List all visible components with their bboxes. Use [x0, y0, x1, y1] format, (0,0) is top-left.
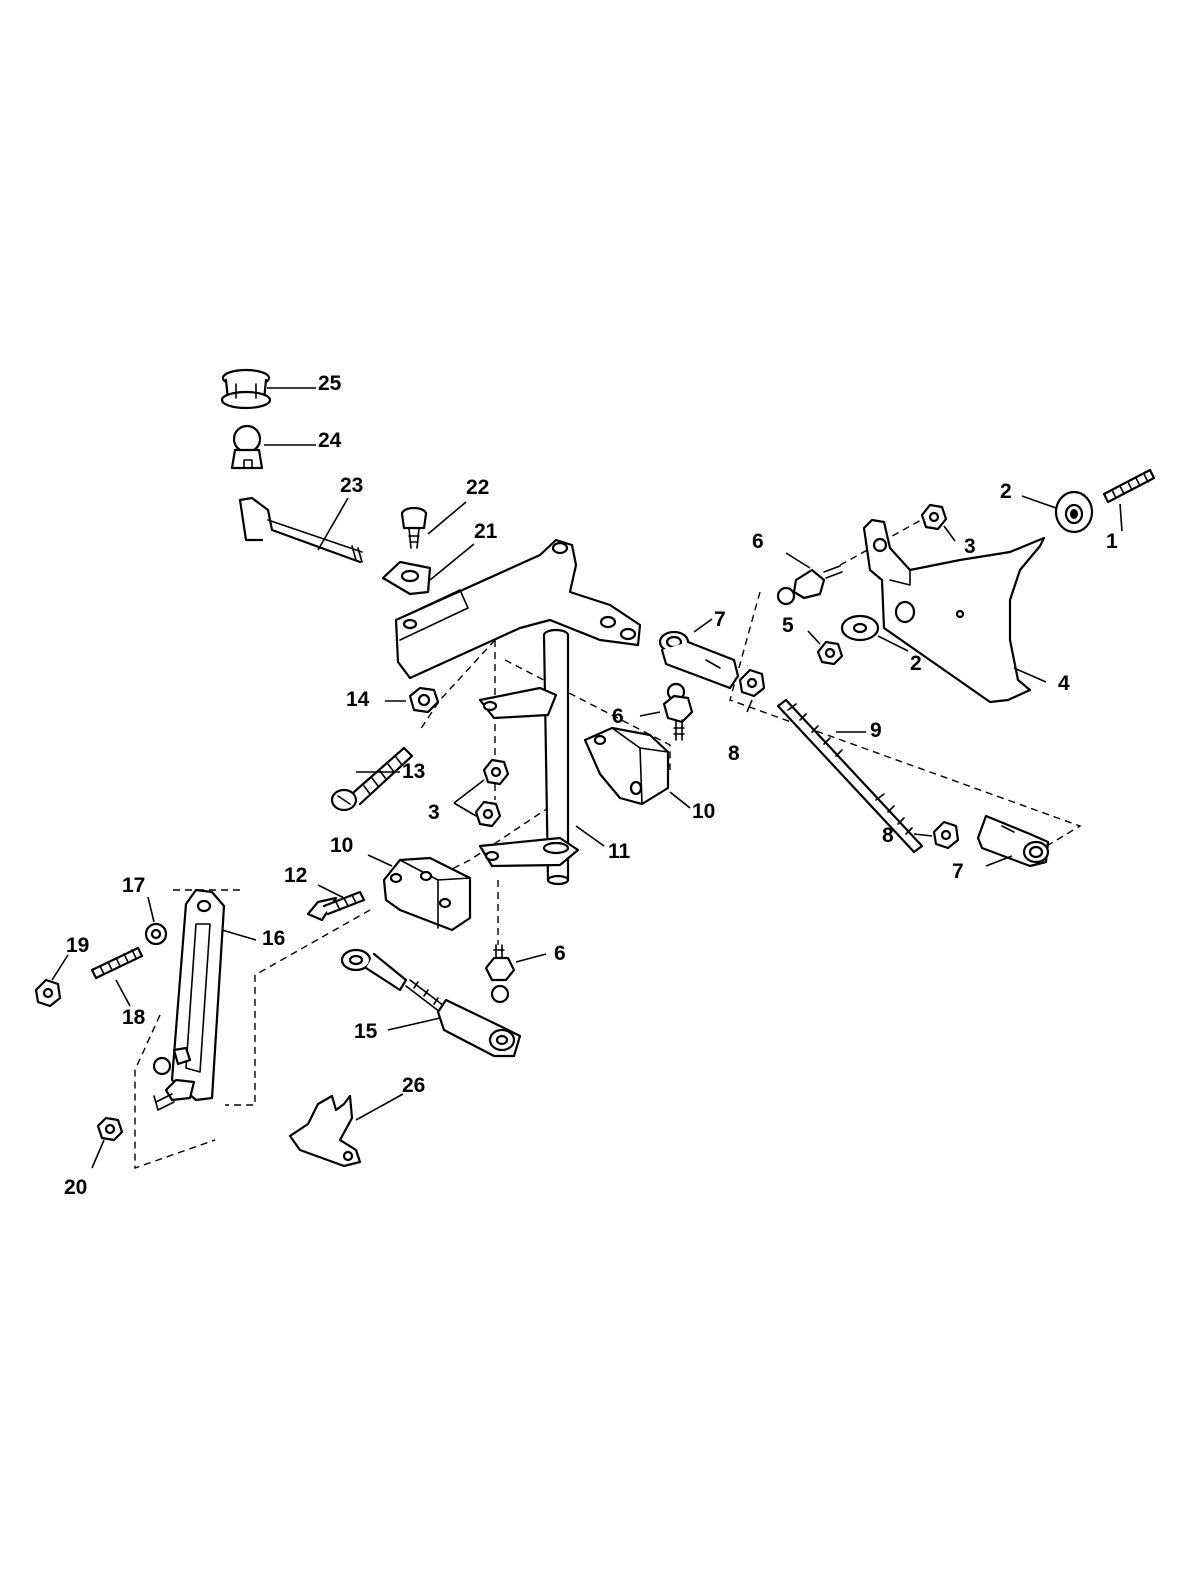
callout-19: 19: [66, 934, 89, 957]
callout-labels: 25 24 23 22 21 6 3 2 1 5 7 2 4 14 6 8 9 …: [64, 372, 1118, 1199]
callout-13: 13: [402, 760, 425, 783]
callout-10-lower: 10: [330, 834, 353, 857]
callout-3-upper: 3: [964, 535, 976, 558]
callout-17: 17: [122, 874, 145, 897]
callout-23: 23: [340, 474, 363, 497]
callout-14: 14: [346, 688, 370, 711]
part-17-washer: [144, 922, 168, 946]
part-6-pivot-ball-lower: [484, 944, 516, 1004]
part-9-threaded-rod: [776, 698, 924, 854]
callout-18: 18: [122, 1006, 146, 1029]
callout-3-lower: 3: [428, 801, 440, 824]
part-13-screw: [330, 746, 414, 812]
callout-2-upper: 2: [1000, 480, 1012, 503]
callout-12: 12: [284, 864, 307, 887]
part-7-swivel-lower: [976, 814, 1050, 868]
callout-21: 21: [474, 520, 498, 543]
part-8-nut-upper: [738, 668, 766, 698]
part-4-bracket: [862, 518, 1046, 704]
callout-6-upper: 6: [752, 530, 764, 553]
part-6-pivot-ball-upper: [776, 565, 843, 606]
callout-1: 1: [1106, 530, 1118, 553]
part-16-lever: [152, 888, 226, 1111]
callout-5: 5: [782, 614, 794, 637]
callout-24: 24: [318, 429, 342, 452]
part-10-clamp-upper: [583, 726, 670, 806]
callout-26: 26: [402, 1074, 425, 1097]
part-15-link: [340, 948, 522, 1058]
part-12-screw: [306, 890, 366, 922]
part-25-grommet: [220, 368, 272, 410]
callout-4: 4: [1058, 672, 1070, 695]
callout-6-middle: 6: [612, 705, 624, 728]
callout-9: 9: [870, 719, 882, 742]
part-10-clamp-lower: [382, 856, 472, 932]
part-21-clamp-block: [381, 560, 432, 596]
throttle-arm-assembly: [394, 538, 642, 680]
callout-8-upper: 8: [728, 742, 740, 765]
part-3-nuts: [474, 503, 948, 828]
part-18-stud: [90, 946, 144, 980]
part-20-nut: [96, 1116, 124, 1142]
part-2-washer-upper: [1054, 490, 1094, 534]
callout-25: 25: [318, 372, 342, 395]
callout-15: 15: [354, 1020, 378, 1043]
part-23-link-rod: [238, 496, 363, 564]
part-24-ball-socket: [230, 424, 264, 470]
callout-2-lower: 2: [910, 652, 922, 675]
callout-11: 11: [608, 840, 631, 863]
part-26-bracket: [288, 1094, 362, 1168]
part-6-pivot-ball-middle: [662, 682, 694, 741]
callout-16: 16: [262, 927, 285, 950]
callout-6-lower: 6: [554, 942, 566, 965]
callout-7-upper: 7: [714, 608, 726, 631]
callout-7-lower: 7: [952, 860, 964, 883]
callout-10-upper: 10: [692, 800, 715, 823]
part-2-washer-lower: [840, 614, 880, 642]
part-7-swivel-upper: [658, 630, 740, 690]
part-19-nut: [34, 978, 62, 1008]
part-1-screw: [1102, 468, 1156, 504]
part-14-nut: [408, 686, 440, 714]
part-11-shaft: [478, 628, 580, 886]
part-8-nut-lower: [932, 820, 960, 850]
callout-22: 22: [466, 476, 489, 499]
part-5-nut: [816, 640, 844, 666]
callout-8-lower: 8: [882, 824, 894, 847]
part-22-screw: [400, 506, 428, 549]
leader-lines: [51, 387, 1123, 1169]
callout-20: 20: [64, 1176, 87, 1199]
